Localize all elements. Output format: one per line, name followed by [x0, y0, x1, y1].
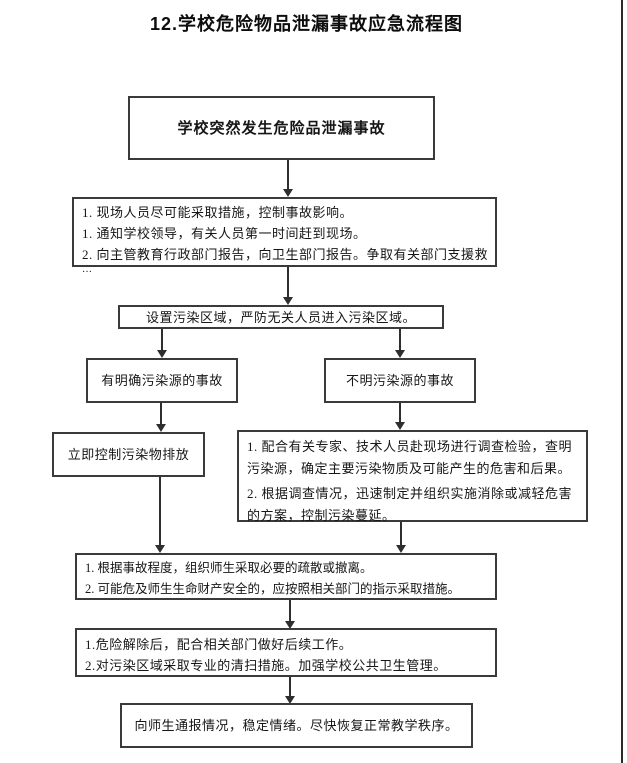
restore-label: 向师生通报情况，稳定情绪。尽快恢复正常教学秩序。	[134, 718, 459, 733]
aftermath-line: 2.对污染区域采取专业的清扫措施。加强学校公共卫生管理。	[85, 658, 447, 673]
control-discharge-label: 立即控制污染物排放	[67, 447, 190, 462]
flow-node-known-source: 有明确污染源的事故	[86, 358, 238, 403]
arrowhead-known-control	[156, 424, 166, 432]
connector-initial-setzone	[287, 267, 289, 298]
connector-unknown-investigate	[399, 403, 401, 423]
flow-node-investigate: 1. 配合有关专家、技术人员赴现场进行调查检验，查明污染源，确定主要污染物质及可…	[237, 430, 588, 523]
evacuate-line: 2. 可能危及师生生命财产安全的，应按照相关部门的指示采取措施。	[85, 582, 461, 596]
flow-node-restore: 向师生通报情况，稳定情绪。尽快恢复正常教学秩序。	[120, 703, 473, 748]
arrowhead-start-initial	[283, 189, 293, 197]
connector-control-evacuate	[159, 477, 161, 546]
arrowhead-investigate-evacuate	[396, 545, 406, 553]
arrowhead-setzone-known	[157, 350, 167, 358]
page-right-rule	[621, 0, 623, 763]
arrowhead-setzone-unknown	[395, 350, 405, 358]
investigate-item: 1. 配合有关专家、技术人员赴现场进行调查检验，查明污染源，确定主要污染物质及可…	[247, 439, 573, 476]
arrowhead-aftermath-restore	[285, 696, 295, 704]
connector-evacuate-aftermath	[289, 600, 291, 622]
initial-response-line: 1. 现场人员尽可能采取措施，控制事故影响。	[82, 205, 354, 220]
connector-start-initial	[287, 160, 289, 190]
unknown-source-label: 不明污染源的事故	[345, 373, 454, 388]
connector-aftermath-restore	[289, 677, 291, 697]
flow-node-start-label: 学校突然发生危险品泄漏事故	[177, 119, 386, 137]
known-source-label: 有明确污染源的事故	[101, 373, 223, 388]
flow-node-set-zone: 设置污染区域，严防无关人员进入污染区域。	[118, 305, 444, 329]
flow-node-evacuate: 1. 根据事故程度，组织师生采取必要的疏散或撤离。 2. 可能危及师生生命财产安…	[75, 553, 497, 600]
flow-node-unknown-source: 不明污染源的事故	[324, 358, 476, 403]
set-zone-label: 设置污染区域，严防无关人员进入污染区域。	[145, 309, 416, 325]
initial-response-line: 1. 通知学校领导，有关人员第一时间赶到现场。	[82, 226, 367, 241]
aftermath-line: 1.危险解除后，配合相关部门做好后续工作。	[85, 637, 353, 652]
connector-setzone-unknown	[399, 329, 401, 351]
flow-node-initial-response: 1. 现场人员尽可能采取措施，控制事故影响。 1. 通知学校领导，有关人员第一时…	[72, 197, 497, 275]
arrowhead-initial-setzone	[283, 297, 293, 305]
arrowhead-control-evacuate	[155, 545, 165, 553]
page-title: 12.学校危险物品泄漏事故应急流程图	[149, 14, 464, 34]
investigate-item: 2. 根据调查情况，迅速制定并组织实施消除或减轻危害的方案，控制污染蔓延。	[247, 486, 573, 523]
flow-node-control-discharge: 立即控制污染物排放	[52, 432, 205, 477]
connector-setzone-known	[161, 329, 163, 351]
connector-known-control	[160, 403, 162, 425]
arrowhead-evacuate-aftermath	[285, 621, 295, 629]
arrowhead-unknown-investigate	[395, 422, 405, 430]
flow-node-aftermath: 1.危险解除后，配合相关部门做好后续工作。 2.对污染区域采取专业的清扫措施。加…	[75, 628, 497, 677]
initial-response-line-truncated: …	[82, 265, 93, 275]
flow-node-start: 学校突然发生危险品泄漏事故	[128, 96, 435, 160]
connector-investigate-evacuate	[400, 522, 402, 546]
evacuate-line: 1. 根据事故程度，组织师生采取必要的疏散或撤离。	[85, 561, 373, 575]
initial-response-line: 2. 向主管教育行政部门报告，向卫生部门报告。争取有关部门支援救	[82, 247, 487, 262]
